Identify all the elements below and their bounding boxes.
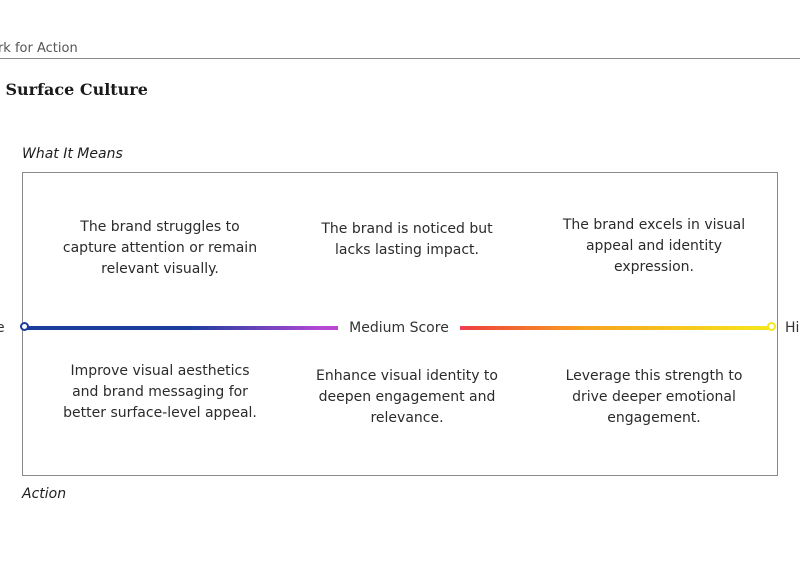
action-medium: Enhance visual identity to deepen engage… xyxy=(316,368,498,426)
scale-mid-label: Medium Score xyxy=(338,318,460,338)
header-divider xyxy=(0,58,800,59)
scale-high-label: Hi xyxy=(785,320,800,336)
scale-low-label: e xyxy=(0,320,5,336)
meaning-medium: The brand is noticed but lacks lasting i… xyxy=(321,221,493,258)
page-title: : Surface Culture xyxy=(0,80,148,99)
action-low: Improve visual aesthetics and brand mess… xyxy=(63,363,257,421)
low-end-marker-icon xyxy=(20,322,29,331)
high-end-marker-icon xyxy=(767,322,776,331)
what-it-means-label: What It Means xyxy=(22,146,123,162)
meaning-high: The brand excels in visual appeal and id… xyxy=(562,217,746,275)
action-label: Action xyxy=(22,486,67,502)
header-label: ork for Action xyxy=(0,41,78,56)
action-high: Leverage this strength to drive deeper e… xyxy=(565,368,743,426)
meaning-low: The brand struggles to capture attention… xyxy=(62,219,258,277)
